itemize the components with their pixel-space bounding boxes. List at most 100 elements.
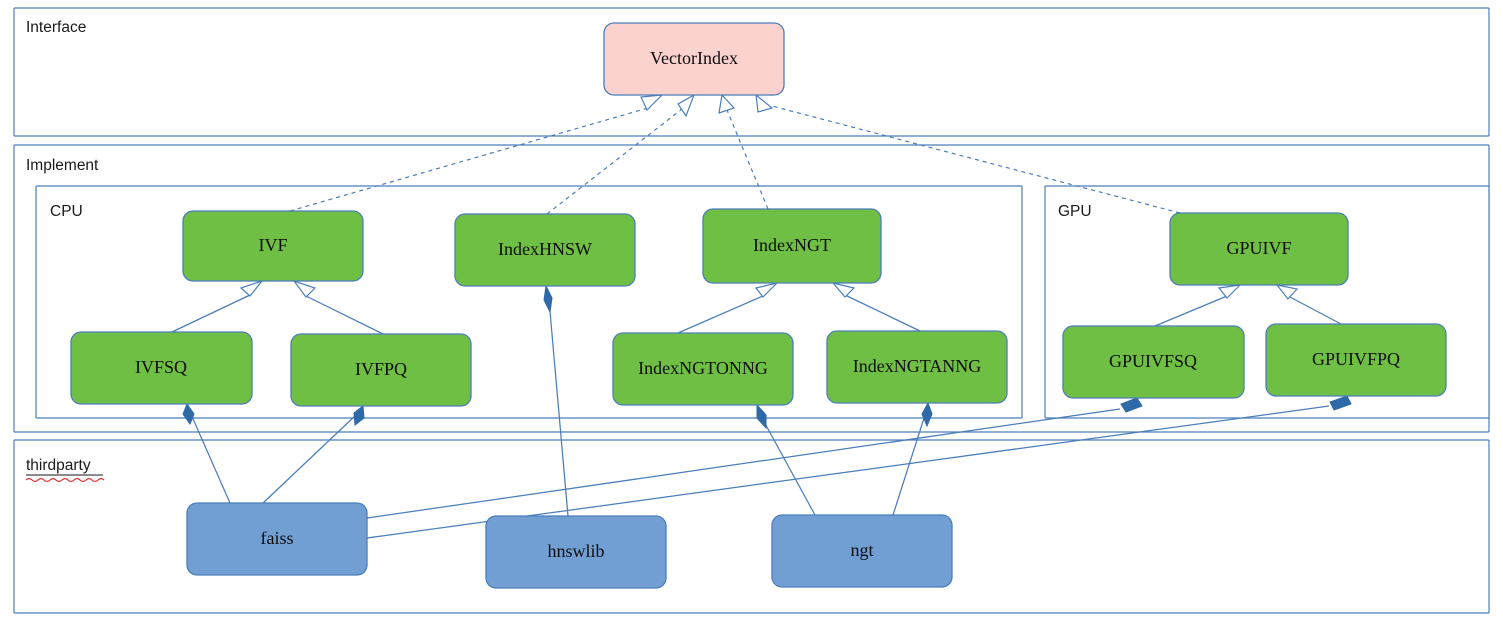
node-indexngtanng-rect[interactable] bbox=[826, 330, 1008, 404]
node-gpuivf-rect[interactable] bbox=[1169, 212, 1349, 286]
hollow-triangle-arrowhead bbox=[640, 94, 664, 112]
node-gpuivfsq[interactable]: GPUIVFSQ bbox=[1062, 325, 1245, 399]
filled-diamond-marker bbox=[756, 403, 767, 430]
edge-group-composition bbox=[182, 284, 1352, 539]
edge-faiss-to-ivfsq bbox=[182, 402, 231, 504]
node-faiss-rect[interactable] bbox=[186, 502, 368, 576]
node-indexngtanng[interactable]: IndexNGTANNG bbox=[826, 330, 1008, 404]
edge-faiss-to-gpuivfsq bbox=[366, 397, 1143, 519]
edge-line bbox=[677, 295, 764, 334]
node-indexhnsw-label: IndexHNSW bbox=[498, 239, 592, 259]
node-gpuivfpq-label: GPUIVFPQ bbox=[1312, 349, 1400, 369]
node-gpuivfpq-rect[interactable] bbox=[1265, 323, 1447, 397]
edge-indexhnsw-to-vectorindex bbox=[546, 93, 696, 215]
edge-line bbox=[761, 417, 816, 516]
container-thirdparty: thirdparty bbox=[13, 439, 1490, 614]
edge-indexngt-to-vectorindex bbox=[718, 93, 769, 210]
container-implement-label: Implement bbox=[26, 157, 99, 174]
node-ivfsq-rect[interactable] bbox=[70, 331, 253, 405]
hollow-triangle-arrowhead bbox=[1275, 284, 1299, 300]
edge-line bbox=[261, 414, 357, 505]
node-ivf[interactable]: IVF bbox=[182, 210, 364, 282]
hollow-triangle-arrowhead bbox=[831, 281, 856, 298]
hollow-triangle-arrowhead bbox=[718, 93, 736, 114]
node-indexngtanng-label: IndexNGTANNG bbox=[853, 356, 982, 376]
edge-line bbox=[1287, 295, 1342, 325]
hollow-triangle-arrowhead bbox=[755, 93, 774, 113]
node-ngt-label: ngt bbox=[850, 540, 873, 560]
hollow-triangle-arrowhead bbox=[292, 279, 317, 298]
filled-diamond-marker bbox=[353, 405, 365, 426]
edge-gpuivfpq-to-gpuivf bbox=[1275, 284, 1342, 325]
node-indexngtonng-label: IndexNGTONNG bbox=[638, 358, 768, 378]
container-cpu-label: CPU bbox=[50, 203, 83, 220]
node-ngt[interactable]: ngt bbox=[771, 514, 953, 588]
filled-diamond-marker bbox=[921, 401, 933, 428]
edge-line bbox=[289, 107, 649, 212]
node-gpuivfsq-label: GPUIVFSQ bbox=[1109, 351, 1197, 371]
edge-line bbox=[844, 294, 921, 332]
edge-gpuivfsq-to-gpuivf bbox=[1154, 284, 1242, 327]
edge-line bbox=[305, 295, 384, 335]
node-indexngtonng-rect[interactable] bbox=[612, 332, 794, 406]
node-indexngt-label: IndexNGT bbox=[753, 235, 831, 255]
node-gpuivf[interactable]: GPUIVF bbox=[1169, 212, 1349, 286]
node-hnswlib[interactable]: hnswlib bbox=[485, 515, 667, 589]
hollow-triangle-arrowhead bbox=[754, 281, 779, 298]
edge-line bbox=[366, 408, 1121, 519]
node-ivfsq-label: IVFSQ bbox=[135, 357, 187, 377]
node-indexngt[interactable]: IndexNGT bbox=[702, 208, 882, 284]
thirdparty-spellcheck-underline bbox=[25, 477, 105, 483]
node-group: VectorIndex IVF IndexHNSW IndexNGT GPUIV… bbox=[70, 22, 1447, 589]
filled-diamond-marker bbox=[1329, 395, 1352, 411]
node-indexngtonng[interactable]: IndexNGTONNG bbox=[612, 332, 794, 406]
container-gpu-label: GPU bbox=[1058, 203, 1092, 220]
edge-line bbox=[171, 294, 251, 333]
edge-line bbox=[771, 105, 1181, 214]
node-faiss[interactable]: faiss bbox=[186, 502, 368, 576]
edge-faiss-to-ivfpq bbox=[261, 405, 365, 505]
filled-diamond-marker bbox=[1120, 397, 1143, 413]
edge-hnswlib-to-indexhnsw bbox=[543, 284, 569, 517]
node-indexhnsw[interactable]: IndexHNSW bbox=[454, 213, 636, 287]
node-vectorindex[interactable]: VectorIndex bbox=[603, 22, 785, 96]
node-ivf-rect[interactable] bbox=[182, 210, 364, 282]
edge-ivfsq-to-ivf bbox=[171, 279, 264, 333]
node-hnswlib-rect[interactable] bbox=[485, 515, 667, 589]
edge-ivfpq-to-ivf bbox=[292, 279, 384, 335]
edge-gpuivf-to-vectorindex bbox=[755, 93, 1181, 214]
node-hnswlib-label: hnswlib bbox=[547, 541, 604, 561]
node-gpuivfpq[interactable]: GPUIVFPQ bbox=[1265, 323, 1447, 397]
hollow-triangle-arrowhead bbox=[239, 279, 264, 297]
edge-indexngtanng-to-indexngt bbox=[831, 281, 921, 332]
node-indexhnsw-rect[interactable] bbox=[454, 213, 636, 287]
edge-ngt-to-indexngtanng bbox=[892, 401, 933, 516]
container-interface-label: Interface bbox=[26, 19, 86, 36]
filled-diamond-marker bbox=[543, 284, 553, 314]
node-gpuivf-label: GPUIVF bbox=[1226, 238, 1291, 258]
edge-line bbox=[726, 109, 769, 210]
node-ivfsq[interactable]: IVFSQ bbox=[70, 331, 253, 405]
edge-group-realization bbox=[289, 93, 1181, 215]
node-ivfpq-label: IVFPQ bbox=[355, 359, 407, 379]
edge-group-inheritance bbox=[171, 279, 1342, 335]
node-ivfpq[interactable]: IVFPQ bbox=[290, 333, 472, 407]
node-indexngt-rect[interactable] bbox=[702, 208, 882, 284]
node-vectorindex-rect[interactable] bbox=[603, 22, 785, 96]
edge-ivf-to-vectorindex bbox=[289, 94, 664, 212]
container-thirdparty-label: thirdparty bbox=[26, 457, 91, 474]
node-ivfpq-rect[interactable] bbox=[290, 333, 472, 407]
node-ivf-label: IVF bbox=[258, 235, 287, 255]
edge-line bbox=[189, 411, 231, 504]
filled-diamond-marker bbox=[182, 402, 195, 426]
node-ngt-rect[interactable] bbox=[771, 514, 953, 588]
edge-line bbox=[1154, 295, 1228, 327]
edge-indexngtonng-to-indexngt bbox=[677, 281, 779, 334]
edge-ngt-to-indexngtonng bbox=[756, 403, 816, 516]
node-vectorindex-label: VectorIndex bbox=[650, 48, 738, 68]
node-gpuivfsq-rect[interactable] bbox=[1062, 325, 1245, 399]
node-faiss-label: faiss bbox=[261, 528, 294, 548]
container-thirdparty-rect bbox=[13, 439, 1490, 614]
hollow-triangle-arrowhead bbox=[1217, 284, 1242, 299]
